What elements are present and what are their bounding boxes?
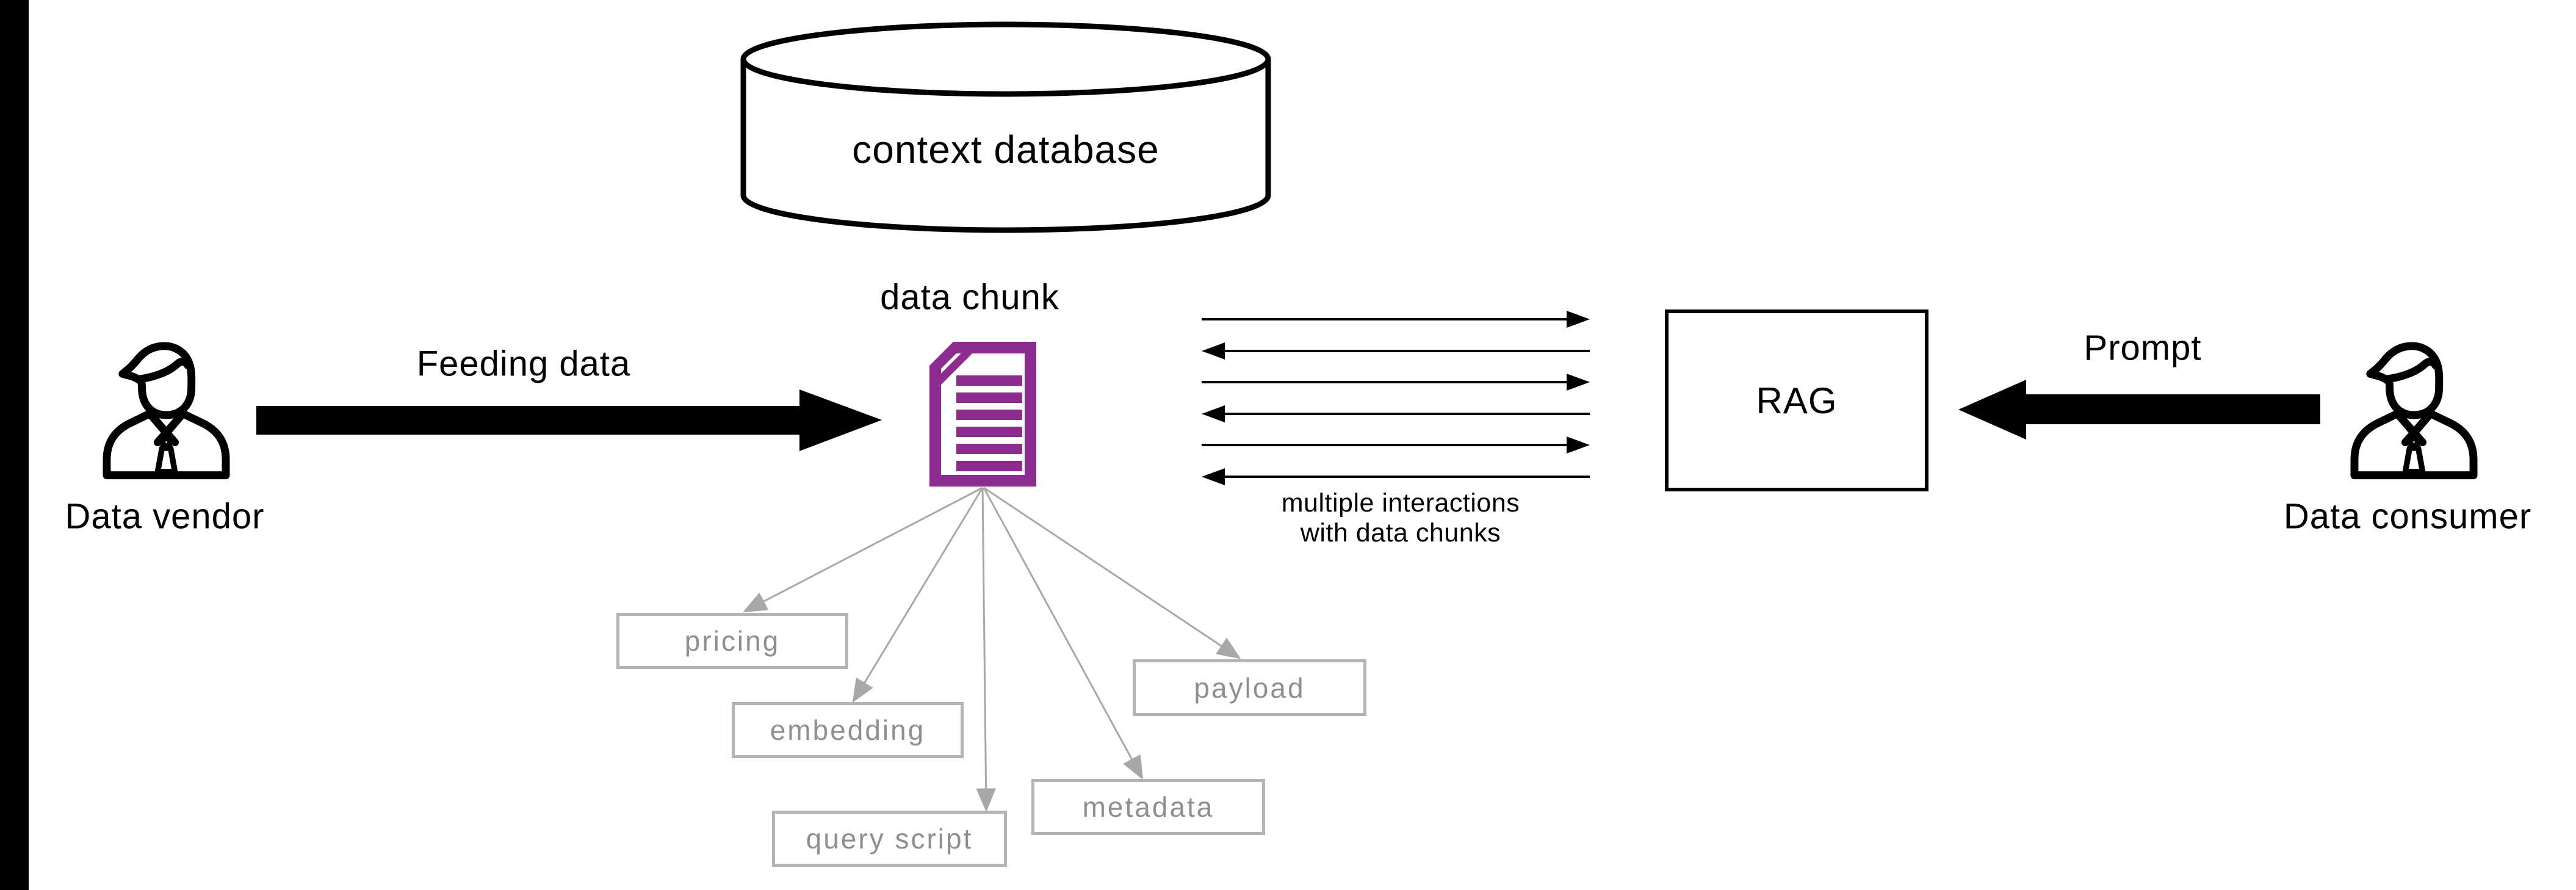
connector-pricing [743, 487, 983, 612]
document-icon [929, 342, 1036, 487]
data-chunk-label: data chunk [880, 277, 1059, 317]
interactions-caption: multiple interactions with data chunks [1282, 488, 1520, 548]
interaction-arrows [1202, 311, 1590, 485]
field-label: payload [1194, 671, 1305, 704]
data-consumer-label: Data consumer [2283, 496, 2532, 537]
field-node-payload: payload [1133, 659, 1366, 716]
rag-node: RAG [1665, 309, 1928, 491]
connector-payload [983, 487, 1241, 659]
arrow-right-1 [1202, 311, 1590, 328]
database-cylinder-icon [740, 21, 1271, 233]
field-node-embedding: embedding [732, 702, 964, 758]
field-node-metadata: metadata [1031, 779, 1265, 835]
arrow-left-3 [1202, 468, 1590, 485]
arrow-right-2 [1202, 374, 1590, 391]
data-vendor-label: Data vendor [65, 496, 265, 537]
data-vendor-person-icon [107, 346, 226, 476]
field-node-pricing: pricing [616, 613, 848, 669]
prompt-label: Prompt [2084, 328, 2202, 368]
context-database-label: context database [852, 128, 1160, 172]
field-node-query-script: query script [772, 811, 1007, 867]
field-label: embedding [770, 714, 926, 746]
connector-query-script [976, 487, 996, 812]
chunk-field-connectors [743, 487, 1241, 812]
interactions-caption-line2: with data chunks [1300, 518, 1501, 548]
arrow-right-3 [1202, 436, 1590, 454]
connector-metadata [983, 487, 1144, 780]
connector-embedding [852, 487, 984, 703]
data-consumer-person-icon [2354, 346, 2473, 476]
feeding-data-arrow [256, 389, 882, 451]
prompt-arrow [1958, 380, 2320, 440]
arrow-left-2 [1202, 405, 1590, 422]
field-label: pricing [684, 625, 781, 657]
feeding-data-label: Feeding data [416, 344, 631, 384]
rag-label: RAG [1756, 380, 1838, 421]
field-label: metadata [1082, 791, 1214, 823]
field-label: query script [806, 823, 973, 855]
interactions-caption-line1: multiple interactions [1281, 488, 1520, 518]
arrow-left-1 [1202, 342, 1590, 360]
left-edge-bar [0, 0, 29, 890]
